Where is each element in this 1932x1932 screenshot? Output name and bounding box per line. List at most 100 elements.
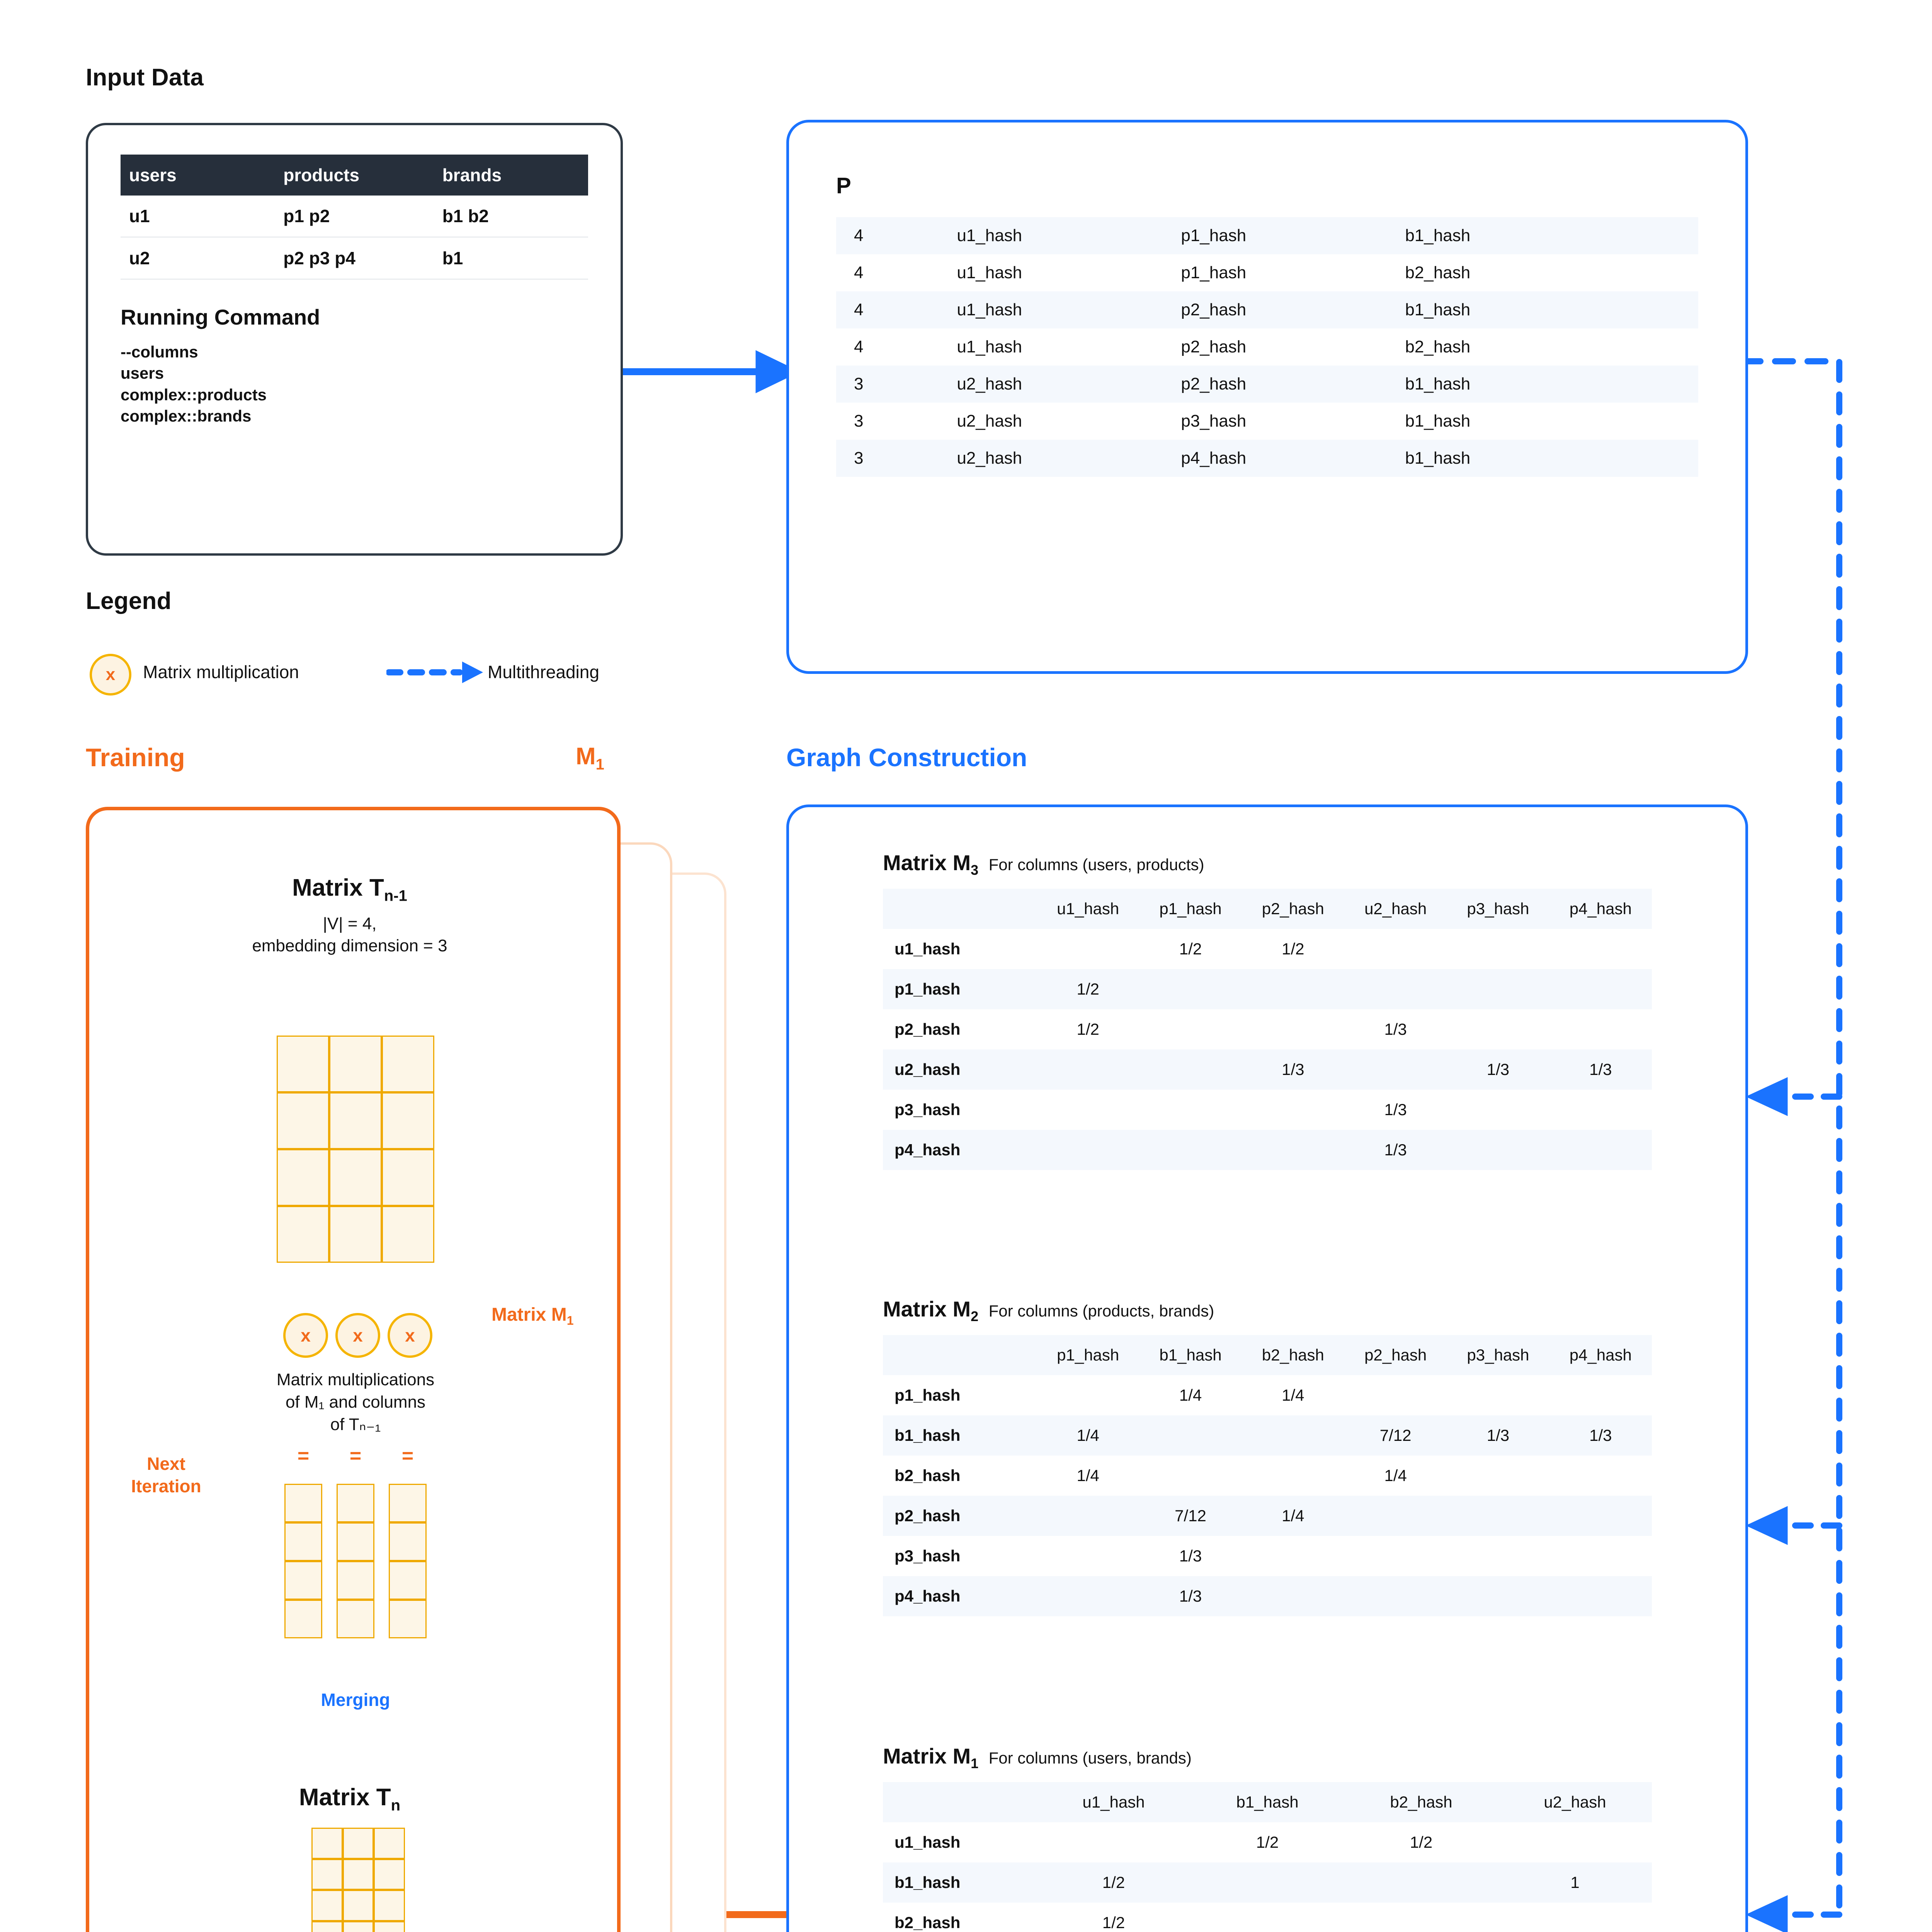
p-cell-count: 4 [854, 337, 864, 356]
p-cell-hash: u2_hash [957, 449, 1022, 468]
x-symbol: x [105, 665, 116, 684]
p-cell-hash: b1_hash [1405, 226, 1471, 245]
matrix-value-cell: 1/3 [1486, 1060, 1510, 1078]
matrix-cell [277, 1036, 329, 1092]
matrix-value-cell: 1/2 [1077, 1020, 1099, 1038]
matrix-value-cell: 1 [1570, 1873, 1580, 1891]
matrix-value-cell: 1/4 [1077, 1426, 1099, 1444]
training-section-title: Training [86, 743, 185, 772]
matrix-value-cell [1037, 929, 1139, 969]
matrix-row-header: p4_hash [895, 1141, 961, 1159]
command-line: users [121, 364, 164, 383]
matrix-row-header: b1_hash [895, 1426, 961, 1444]
p-cell-hash: p1_hash [1181, 263, 1247, 282]
matrix-value-cell [1242, 1576, 1344, 1616]
p-cell-hash: u1_hash [957, 226, 1022, 245]
matrix-value-cell: 1/3 [1589, 1426, 1612, 1444]
matrix-value-cell [1139, 1090, 1242, 1130]
p-cell-hash: p4_hash [1181, 449, 1247, 468]
matrix-cell [329, 1036, 382, 1092]
matrix-column-header: b1_hash [1159, 1346, 1222, 1364]
matrix-value-cell [1447, 1375, 1549, 1415]
matrix-value-cell [1139, 1049, 1242, 1090]
table-row: u2 p2 p3 p4 b1 [121, 237, 588, 280]
matrix-tn-title-text: Matrix T [299, 1784, 391, 1811]
matrix-value-cell [1242, 1009, 1344, 1049]
matrix-m2-header: Matrix M2 For columns (products, brands) [883, 1296, 1656, 1325]
matrix-cell [311, 1890, 343, 1921]
x-symbol: x [301, 1325, 311, 1345]
training-card-m1 [86, 807, 621, 1932]
p-cell-hash: u1_hash [957, 337, 1022, 356]
matrix-row-header: u2_hash [895, 1060, 961, 1078]
matrix-multiplication-icon: x [335, 1313, 380, 1358]
table-row: u1 p1 p2 b1 b2 [121, 196, 588, 238]
matrix-cell [389, 1600, 427, 1638]
matrix-cell [329, 1206, 382, 1263]
matrix-column-header: b1_hash [1236, 1793, 1299, 1811]
matrix-row-header: p1_hash [895, 1386, 961, 1404]
matrix-cell [277, 1092, 329, 1149]
matrix-value-cell [1139, 1415, 1242, 1456]
matrix-value-cell: 1/3 [1486, 1426, 1510, 1444]
matrix-value-cell [1549, 929, 1652, 969]
training-tag-letter: M [576, 743, 596, 770]
p-cell-count: 4 [854, 226, 864, 245]
matrix-value-cell [1447, 1009, 1549, 1049]
matrix-column-header: u1_hash [1057, 900, 1119, 918]
matrix-value-cell [1037, 1090, 1139, 1130]
p-cell-hash: p1_hash [1181, 226, 1247, 245]
matrix-value-cell: 1/4 [1077, 1466, 1099, 1485]
training-tag-m1: M1 [576, 743, 604, 773]
matrix-tn-grid [311, 1828, 405, 1932]
matrix-value-cell [1037, 1536, 1139, 1576]
matrix-m2-title: Matrix M2 [883, 1297, 979, 1325]
matrix-row-header: p3_hash [895, 1100, 961, 1119]
matrix-m1-title: Matrix M1 [883, 1744, 979, 1772]
caption-line-1: Matrix multiplications [276, 1370, 435, 1389]
matrix-tn-title: Matrix Tn [86, 1784, 614, 1814]
matrix-value-cell [1190, 1903, 1344, 1932]
matrix-corner-cell [883, 1782, 1037, 1822]
matrix-value-cell [1549, 969, 1652, 1009]
input-data-card: users products brands u1 p1 p2 b1 b2 u2 … [86, 123, 623, 556]
matrix-m2-subtitle: For columns (products, brands) [988, 1302, 1214, 1320]
x-symbol: x [405, 1325, 415, 1345]
p-cell-hash: u1_hash [957, 263, 1022, 282]
caption-line-2: of M₁ and columns [285, 1393, 426, 1412]
matrix-value-cell [1242, 1130, 1344, 1170]
matrix-cell [337, 1522, 374, 1561]
p-cell-count: 4 [854, 263, 864, 282]
cell-products: p2 p3 p4 [275, 237, 434, 280]
p-cell-count: 3 [854, 374, 864, 393]
matrix-value-cell [1242, 969, 1344, 1009]
x-symbol: x [353, 1325, 363, 1345]
incoming-matrix-label: Matrix M1 [492, 1304, 574, 1328]
matrix-cell [342, 1828, 374, 1859]
matrix-m3-subtitle: For columns (users, products) [988, 855, 1204, 874]
matrix-tn-1-title-text: Matrix T [292, 874, 384, 901]
matrix-cell [311, 1921, 343, 1932]
matrix-row-header: u1_hash [895, 940, 961, 958]
matrix-value-cell [1242, 1415, 1344, 1456]
matrix-row-header: p2_hash [895, 1020, 961, 1038]
p-cell-hash: p2_hash [1181, 374, 1247, 393]
matrix-value-cell [1037, 1049, 1139, 1090]
matrix-value-cell [1447, 929, 1549, 969]
matrix-value-cell [1242, 1090, 1344, 1130]
matrix-cell [337, 1484, 374, 1522]
matrix-cell [382, 1092, 434, 1149]
matrix-value-cell: 1/2 [1179, 940, 1202, 958]
legend-title: Legend [86, 588, 172, 614]
matrix-column-header: p4_hash [1569, 1346, 1632, 1364]
matrix-cell [389, 1484, 427, 1522]
